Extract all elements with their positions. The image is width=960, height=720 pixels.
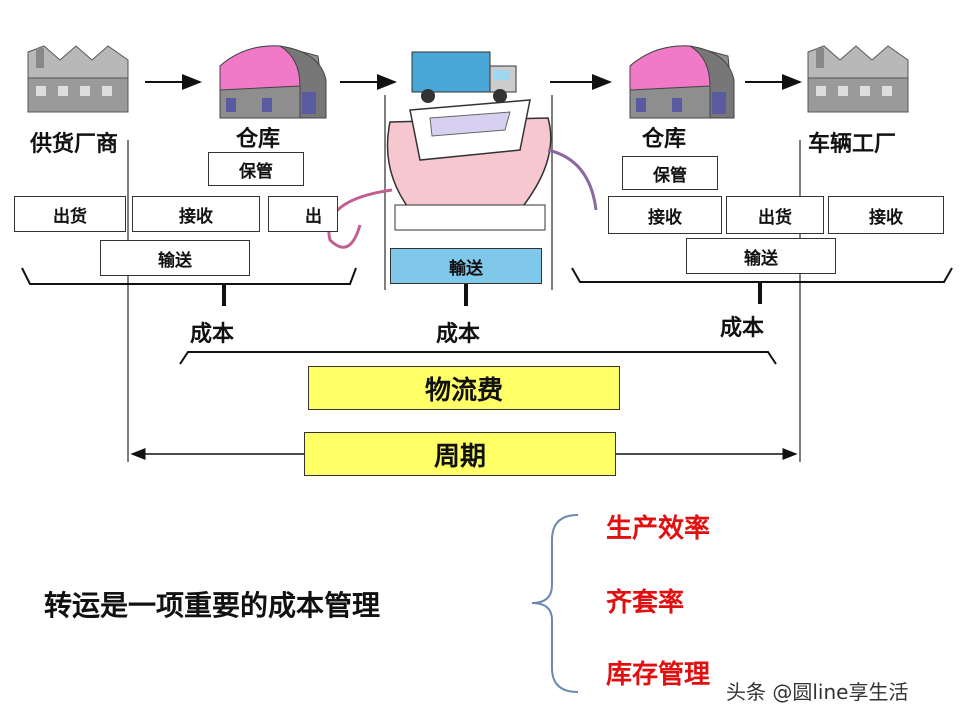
warehouse-1-icon [219,45,327,119]
bracket-left [21,267,357,285]
vehicle-factory-icon [807,45,909,113]
cost-label-right: 成本 [720,316,765,341]
bracket-cost [179,351,777,365]
receive-box-1: 接收 [132,196,260,232]
vehicle-factory-label: 车辆工厂 [808,132,897,157]
ship-box-partial: 出 [268,196,338,232]
warehouse-2-icon [629,45,735,119]
truck-icon [411,51,517,103]
transport-box-1: 输送 [100,240,250,276]
hands-holding-ticket-icon [327,99,598,249]
supplier-factory-icon [27,45,129,113]
cost-label-mid: 成本 [436,322,481,347]
storage-box-1: 保管 [208,152,304,186]
item-inventory-management: 库存管理 [606,660,711,690]
cost-label-left: 成本 [190,322,235,347]
transport-box-mid: 輸送 [390,248,542,284]
watermark: 头条 @圆line享生活 [726,680,909,704]
item-production-efficiency: 生产效率 [606,514,711,544]
receive-box-3: 接收 [828,196,944,234]
curly-brace [531,514,579,693]
ship-box-1: 出货 [14,196,126,232]
storage-box-2: 保管 [622,156,718,190]
warehouse-2-label: 仓库 [642,127,687,152]
receive-box-2: 接收 [608,196,722,234]
cycle-box: 周期 [304,432,616,476]
item-kitting-rate: 齐套率 [606,588,685,618]
warehouse-1-label: 仓库 [236,127,281,152]
statement-text: 转运是一项重要的成本管理 [44,589,381,622]
supplier-label: 供货厂商 [30,132,119,157]
ship-box-2: 出货 [726,196,824,234]
transport-box-2: 输送 [686,238,836,274]
logistics-fee-box: 物流费 [308,366,620,410]
